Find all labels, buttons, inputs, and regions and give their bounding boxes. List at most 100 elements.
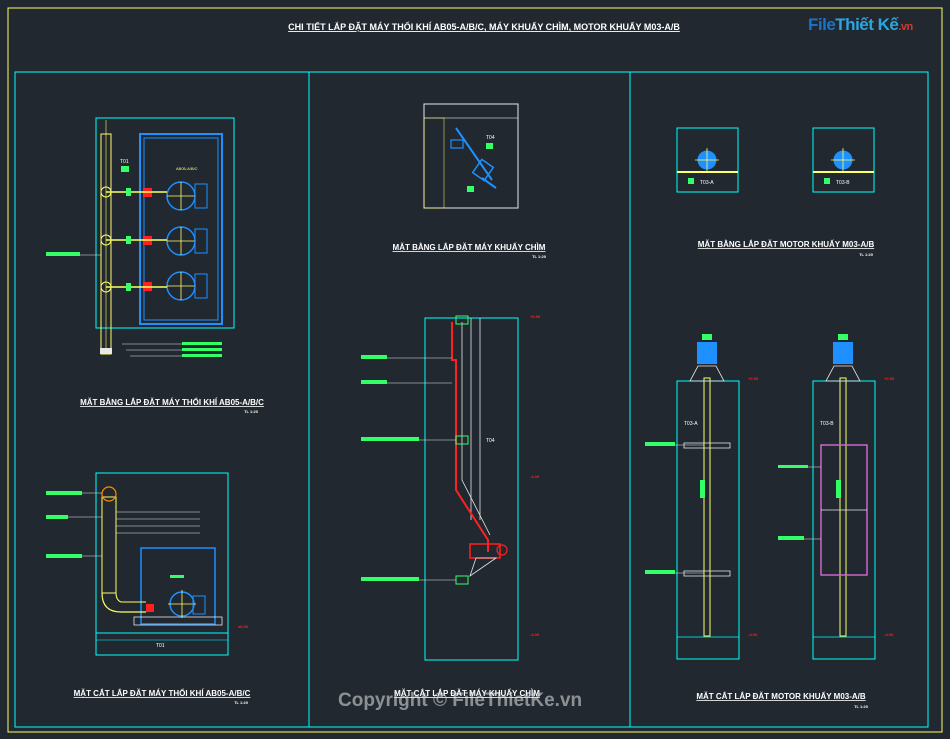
motor-level-a2: -4.00 <box>748 632 758 637</box>
blower-unit-b <box>100 226 208 256</box>
blower-b-flange <box>100 234 112 246</box>
mixer-top-clamp <box>455 315 469 325</box>
riser-elbow-bottom-inner <box>115 592 146 603</box>
mixer-propeller <box>481 177 497 189</box>
motor-plan-title: MẶT BẰNG LẮP ĐẶT MOTOR KHUẤY M03-A/B <box>698 239 875 249</box>
mixer-callout-2 <box>361 380 387 384</box>
header-pipe-base <box>100 348 112 354</box>
blower-skid-inner <box>143 137 219 321</box>
logo-part-thietke: Thiết Kế <box>835 15 899 34</box>
motor-plan-scale: TL 1:20 <box>859 252 874 257</box>
motor-callout-b2 <box>778 536 804 540</box>
mixer-level-3: -4.00 <box>530 632 540 637</box>
mixer-plan-scale: TL 1:20 <box>532 254 547 259</box>
motor-level-b2: -4.00 <box>884 632 894 637</box>
sheet-outer-border <box>7 7 943 733</box>
blower-section-title: MẶT CẮT LẮP ĐẶT MÁY THỔI KHÍ AB05-A/B/C <box>74 689 251 698</box>
callout-bottom-1 <box>182 342 222 345</box>
mixer-plan-green-1 <box>486 143 493 149</box>
blower-c-flange <box>100 281 112 293</box>
blower-section-tank-tag: T01 <box>156 643 165 649</box>
motor-shaft-b <box>839 377 847 637</box>
blower-plan-title: MẶT BẰNG LẮP ĐẶT MÁY THỔI KHÍ AB05-A/B/C <box>80 398 264 407</box>
mixer-level-1: +0.50 <box>530 314 541 319</box>
mixer-level-2: -2.00 <box>530 474 540 479</box>
mixer-section-title: MẶT CẮT LẮP ĐẶT MÁY KHUẤY CHÌM <box>394 688 540 698</box>
motor-plan-green-a <box>688 178 694 184</box>
mixer-guide <box>461 322 491 536</box>
blower-plan-tank-tag: T01 <box>120 159 129 165</box>
blower-a-flange <box>100 186 112 198</box>
motor-level-b1: +0.50 <box>884 376 895 381</box>
site-logo-text: FileThiết Kế.vn <box>808 15 913 35</box>
motor-green-a <box>700 480 705 498</box>
section-callout-1 <box>46 491 82 495</box>
callout-bottom-2 <box>182 348 222 351</box>
section-callout-3 <box>46 554 82 558</box>
motor-plan-tank-a <box>676 127 739 193</box>
blower-c-motor <box>194 273 208 299</box>
mixer-body <box>471 158 495 182</box>
mixer-section-tank-tag: T04 <box>486 438 495 444</box>
motor-cap-b <box>838 334 848 340</box>
callout-left <box>46 252 80 256</box>
copyright-watermark: Copyright © FileThietKe.vn <box>338 690 583 711</box>
section-slab <box>95 632 229 656</box>
motor-callout-b1 <box>778 465 808 468</box>
mixer-cable-red <box>451 322 489 552</box>
motor-drive-a <box>697 342 717 364</box>
motor-section-view: T03-A T03-B +0.50 -4.00 +0.50 -4.00 MẶT … <box>645 334 895 709</box>
motor-mount-a <box>689 365 725 382</box>
blower-a-motor <box>194 183 208 209</box>
motor-plan-green-b <box>824 178 830 184</box>
blower-room-wall <box>95 117 235 329</box>
blower-a-gauge <box>126 188 131 196</box>
blower-plan-scale: TL 1:20 <box>244 409 259 414</box>
motor-shaft-a <box>703 377 711 637</box>
motor-plan-view: T03-A T03-B MẶT BẰNG LẮP ĐẶT MOTOR KHUẤY… <box>676 127 875 257</box>
mixer-tank-outline <box>423 103 519 209</box>
blower-c-gauge <box>126 283 131 291</box>
tank-tag-marker <box>121 166 129 172</box>
blower-unit-a <box>100 181 208 211</box>
blower-plan-view: T01 AB05-A/B/C MẶT BẰNG LẮP ĐẶT MÁY THỔI… <box>46 117 264 414</box>
motor-plan-tank-b <box>812 127 875 193</box>
blower-skid-frame <box>139 133 223 325</box>
riser-pipe <box>101 496 117 594</box>
motor-callout-a2 <box>645 570 675 574</box>
logo-part-vn: .vn <box>898 21 913 33</box>
sheet-title: CHI TIẾT LẮP ĐẶT MÁY THỔI KHÍ AB05-A/B/C… <box>288 21 680 32</box>
site-logo[interactable]: FileThiết Kế.vn <box>808 13 918 39</box>
motor-callout-a1 <box>645 442 675 446</box>
motor-plan-tag-b: T03-B <box>836 180 850 186</box>
mixer-bottom-clamp <box>455 575 469 585</box>
motor-cap-a <box>702 334 712 340</box>
mixer-plan-tank-tag: T04 <box>486 135 495 141</box>
mixer-plan-title: MẶT BẰNG LẮP ĐẶT MÁY KHUẤY CHÌM <box>393 242 546 252</box>
mixer-section-motor <box>469 543 501 559</box>
blower-section-view: T01 ±0.00 MẶT CẮT LẮP ĐẶT MÁY THỔI KHÍ A… <box>46 472 251 705</box>
blower-housing <box>140 547 216 625</box>
drawing-area-border <box>14 71 929 728</box>
blower-unit-c <box>100 271 208 301</box>
blower-section-scale: TL 1:20 <box>234 700 249 705</box>
motor-section-tag-a: T03-A <box>684 421 698 427</box>
section-blower-motor <box>192 595 206 615</box>
motor-level-a1: +0.50 <box>748 376 759 381</box>
section-valve <box>146 604 154 612</box>
section-green-tag <box>170 575 184 578</box>
motor-green-b <box>836 480 841 498</box>
callout-bottom-3 <box>182 354 222 357</box>
mixer-section-tank <box>424 317 519 661</box>
mixer-tank-wall <box>423 117 445 209</box>
motor-drive-b <box>833 342 853 364</box>
mixer-section-view: T04 +0.50 -2.00 -4.00 MẶT CẮT LẮP ĐẶT MÁ… <box>361 314 541 698</box>
motor-mount-b <box>825 365 861 382</box>
mixer-section-prop <box>496 544 508 556</box>
mixer-callout-1 <box>361 355 387 359</box>
mixer-plan-view: T04 MẶT BẰNG LẮP ĐẶT MÁY KHUẤY CHÌM TL 1… <box>393 103 547 259</box>
motor-plan-tag-a: T03-A <box>700 180 714 186</box>
motor-beam-a1 <box>683 442 731 449</box>
mixer-plan-green-2 <box>467 186 474 192</box>
